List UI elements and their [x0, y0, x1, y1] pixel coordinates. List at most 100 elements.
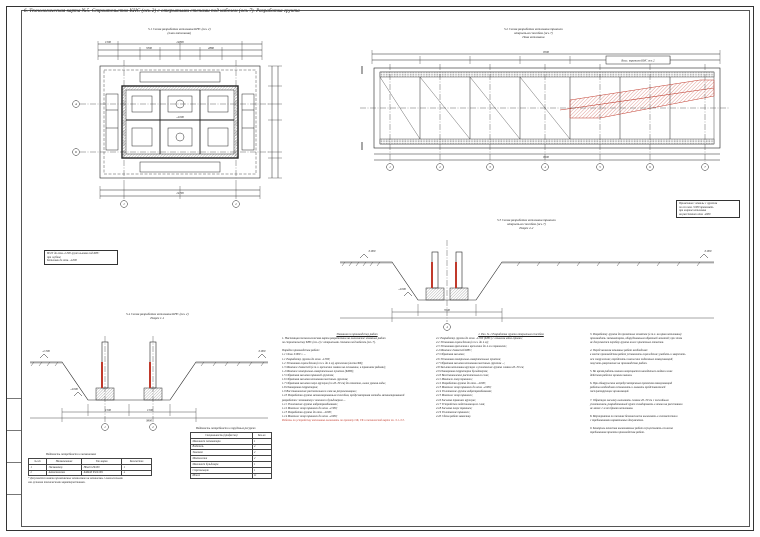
caption-section-trench: 5.3 Схема разработки котлована траншеи о… — [497, 218, 556, 230]
binding-strip — [7, 367, 22, 527]
strip-cell — [7, 399, 21, 431]
notes-line: с требованиями нормативных документов. — [590, 417, 644, 422]
notes-line: 2.9 Планировка территории бульдозером; — [436, 368, 488, 373]
notes-line: уплотнением, разработанный грунт складир… — [590, 401, 683, 406]
inner-frame — [21, 10, 750, 527]
axis-label: Б — [74, 150, 77, 154]
notes-line: 5. Во время работы машин запрещается нах… — [590, 368, 673, 373]
dim-label: 3500 — [444, 308, 451, 312]
notes-line: 1. Настоящая технологическая карта разра… — [282, 336, 386, 341]
notes-line: 7. Обратную засыпку выполнять слоями 20–… — [590, 397, 669, 402]
notes-line: 1.8 Планировка территории; — [282, 385, 319, 390]
notes-line: 2.3 Установка крепления и крепление до 4… — [436, 344, 507, 349]
axis-label: 6 — [649, 165, 651, 169]
table-cell: 4 — [121, 469, 152, 477]
level-mark: 0.000 — [259, 349, 266, 353]
notes-line: в месте производства работ установить ог… — [590, 352, 686, 357]
axis-label: 1 — [389, 165, 391, 169]
notes-line: 1.11 Уплотнение грунта вибротрамбовками; — [282, 401, 338, 406]
drawing-sheet — [6, 6, 754, 531]
notes-line: 1.12 Монтаж опор траншеи до отм. -2.300; — [282, 405, 338, 410]
notes-column-1: Указания по производству работ 1. Настоя… — [282, 332, 432, 422]
level-mark: 0.000 — [369, 249, 376, 253]
notes-line: 1.7 Обратная засыпка пазух вручную (по 2… — [282, 381, 386, 386]
caption-line: (план котлована) — [167, 31, 192, 35]
notes-line: эксплуатирующих организаций. — [590, 389, 630, 394]
caption-line: 5.3 Схема разработки котлована траншеи — [497, 218, 556, 222]
notes-line: 4. Перед началом земляных работ необходи… — [590, 348, 648, 353]
notes-line: 9. Контроль качества выполняемых работ о… — [590, 426, 674, 431]
section-trench-drawing — [340, 240, 714, 331]
notes-line: по строительству КНС (ось 2) с открытыми… — [282, 340, 376, 345]
notes-line: 2.2 Установка ограждения (в т.ч. до 4 м)… — [436, 340, 489, 345]
notes-line: 2.1 Разработку грунта до отм. -2.300 (КН… — [436, 336, 523, 341]
notes-heading: 1. Раз. № 1 Разработка грунта открытым с… — [478, 332, 544, 336]
notes-list: 3. Разработку грунта до проектных отмето… — [590, 332, 740, 434]
notes-line: производить экскаватором, оборудованным … — [590, 336, 683, 341]
plan-trench-drawing — [360, 50, 730, 171]
axis-label: 5 — [599, 165, 601, 169]
notes-list: 1. Настоящая технологическая карта разра… — [282, 336, 432, 418]
caption-line: План котлована — [522, 35, 545, 39]
axis-label: 3 — [489, 165, 491, 169]
section-pit-drawing — [30, 336, 268, 431]
notes-line: 2.11 Монтаж опор траншеи; — [436, 377, 473, 382]
axis-label: 7 — [704, 165, 706, 169]
table-cell: 2 — [27, 469, 48, 477]
notes-line: 2.17 Устройство подстилающего слоя; — [436, 401, 486, 406]
notes-line: 1.13 Разработка грунта до отм. -4.000; — [282, 409, 332, 414]
spec-left-note: * Допускается замена применяемых механиз… — [28, 477, 123, 484]
notes-line: 6. При обнаружении непредусмотренных про… — [590, 381, 673, 386]
caption-line: открытым способом (ось 7) — [506, 222, 546, 226]
table-cell: Итого — [190, 472, 253, 480]
notes-line: 1.2 Установка ограждения (в т.ч. до 4 м)… — [282, 360, 364, 365]
axis-label: 2 — [152, 425, 154, 429]
spec-right-title: Ведомость потребности в трудовых ресурса… — [196, 426, 256, 430]
dim-label: 9500 — [543, 50, 550, 54]
note-box-right: Примечание: отвалы с грунтом по оси пом.… — [676, 200, 740, 219]
sheet-title: 6. Технологическая карта №5. Строительст… — [24, 8, 300, 14]
notes-line: требованиям проекта производства работ. — [590, 430, 645, 435]
axis-label: А — [74, 102, 77, 106]
notes-line: 1.14 Монтаж опор траншеи до отм. -4.000; — [282, 413, 338, 418]
axis-label: 4 — [446, 325, 448, 329]
level-mark: -2.300 — [42, 349, 50, 353]
dim-label: 9500 — [543, 155, 550, 159]
axis-label: 1 — [104, 425, 106, 429]
notes-line: 2.12 Разработка грунта до отм. -4.000; — [436, 381, 486, 386]
notes-line: 2.13 Монтаж опор траншеи до отм. -4.000; — [436, 385, 492, 390]
table-cell: КАМАЗ 6520-001 — [81, 469, 123, 477]
notes-line: 3. Разработку грунта до проектных отмето… — [590, 332, 682, 336]
notes-line: 1.9 Восстановление растительного слоя на… — [282, 389, 357, 394]
notes-line: 2.4 Монтаж ёмкостей КНС; — [436, 348, 473, 353]
notes-line: 2.15 Монтаж опор траншеи; — [436, 393, 473, 398]
notes-line: 1.6 Обратная засыпка котлована местным г… — [282, 377, 349, 382]
spec-left-title: Ведомость потребности в механизмах — [46, 452, 97, 456]
notes-list: 2.1 Разработку грунта до отм. -2.300 (КН… — [436, 336, 586, 418]
axis-label: 2 — [439, 165, 441, 169]
note-box-left: ВСП: до отм.-2.300 грунт выемка под КНС … — [44, 250, 118, 265]
dim-label: 14700 — [176, 40, 184, 44]
notes-line: 1.4 Монтаж контрольно-измерительных пунк… — [282, 368, 354, 373]
trench-label: Всас. траншея КНС ось 2 — [621, 59, 655, 63]
level-mark: -4.000 — [70, 387, 78, 391]
notes-line: 1.1 Отм. 0.000 = ... — [282, 352, 306, 357]
notes-line: получить разрешение на производство рабо… — [590, 360, 648, 365]
axis-label: 4 — [544, 165, 546, 169]
notes-column-3: 3. Разработку грунта до проектных отмето… — [590, 332, 740, 434]
dim-label: 3300 — [146, 46, 153, 50]
table-cell: 11 — [251, 472, 273, 480]
notes-line: 8. Мероприятия по технике безопасности в… — [590, 413, 678, 418]
notes-line: разработки: экскаватор с ковшом и бульдо… — [282, 397, 346, 402]
notes-line: 2.19 Уплотнение траншеи; — [436, 409, 470, 414]
dim-label: 14700 — [176, 191, 184, 195]
notes-line: 2.8 Засыпка котлована вручную и уплотнен… — [436, 364, 525, 369]
notes-line: 2.6 Установка контрольно-измерительных п… — [436, 356, 502, 361]
caption-line: Разрез 2-2 — [519, 226, 534, 230]
notes-line: работы необходимо остановить и вызвать п… — [590, 385, 666, 390]
